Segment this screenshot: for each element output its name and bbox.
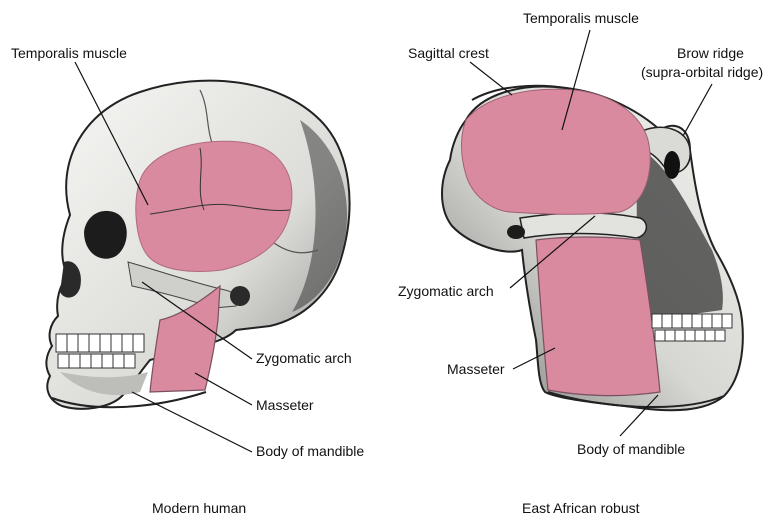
label-robust-sagittal: Sagittal crest [408,45,489,62]
label-human-mandible: Body of mandible [256,443,364,460]
robust-masseter-muscle [536,237,660,396]
robust-temporalis-muscle [462,89,651,214]
label-human-temporalis: Temporalis muscle [11,45,127,62]
leader-robust-sagittal [470,62,512,95]
robust-upper-teeth [652,314,732,328]
label-robust-mandible: Body of mandible [577,441,685,458]
human-upper-teeth [56,334,144,352]
label-robust-brow-line1: Brow ridge [677,45,744,62]
label-robust-temporalis: Temporalis muscle [523,10,639,27]
robust-lower-teeth [655,330,725,341]
caption-modern-human: Modern human [152,500,246,517]
human-lower-teeth [58,354,135,368]
label-human-masseter: Masseter [256,397,314,414]
leader-human-mandible [132,392,252,452]
label-robust-masseter: Masseter [447,361,505,378]
label-human-zygomatic: Zygomatic arch [256,350,352,367]
label-robust-zygomatic: Zygomatic arch [398,283,494,300]
label-robust-brow-line2: (supra-orbital ridge) [641,64,763,81]
caption-robust: East African robust [522,500,640,517]
leader-robust-brow [683,84,712,136]
